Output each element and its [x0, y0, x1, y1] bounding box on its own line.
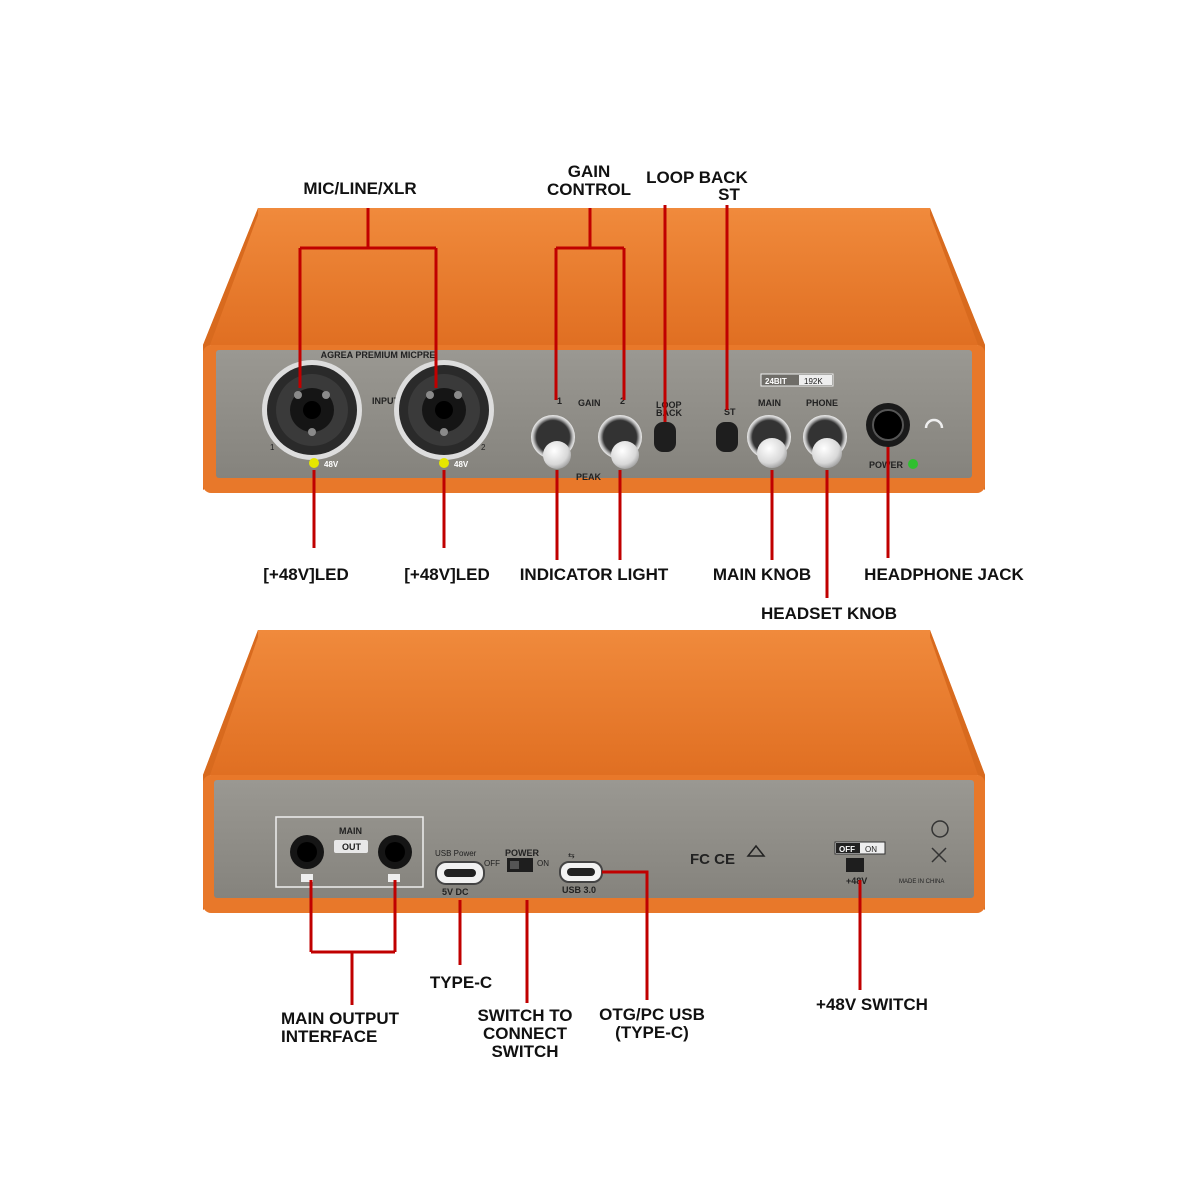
- st-panel-label: ST: [724, 407, 736, 417]
- gain-knob-2[interactable]: [611, 441, 639, 469]
- phantom-led-1-label: 48V: [324, 460, 339, 469]
- callout-st: ST: [718, 185, 740, 204]
- leader-gain-control: [554, 208, 626, 400]
- bit-depth-text: 24BIT: [765, 377, 787, 386]
- rear-unit: MAIN OUT USB Power 5V DC POWER OFF ON ⇆ …: [203, 630, 985, 913]
- callout-headphone-jack: HEADPHONE JACK: [864, 565, 1024, 584]
- phantom-off-label: OFF: [839, 845, 855, 854]
- phantom-power-switch[interactable]: [846, 858, 864, 872]
- callout-led-left: [+48V]LED: [263, 565, 349, 584]
- callout-main-output-2: INTERFACE: [281, 1027, 377, 1046]
- callout-switch-3: SWITCH: [491, 1042, 558, 1061]
- power-on-label: ON: [537, 859, 549, 868]
- front-callouts: MIC/LINE/XLR GAIN CONTROL LOOP BACK ST […: [263, 162, 1024, 623]
- callout-main-knob: MAIN KNOB: [713, 565, 811, 584]
- callout-loop-back: LOOP BACK: [646, 168, 748, 187]
- leader-otg-usb: [602, 870, 649, 1000]
- callout-otg-2: (TYPE-C): [615, 1023, 689, 1042]
- callout-gain-1: GAIN: [568, 162, 611, 181]
- channel-2-label: 2: [481, 443, 486, 452]
- right-channel-marker: [388, 874, 400, 882]
- phone-panel-label: PHONE: [806, 398, 838, 408]
- out-badge: [334, 840, 368, 853]
- callout-led-right: [+48V]LED: [404, 565, 490, 584]
- input-label: INPUT: [372, 396, 400, 406]
- gain-1-label: 1: [557, 396, 562, 406]
- phantom-led-2-label: 48V: [454, 460, 469, 469]
- xlr-combo-jack-2: [394, 360, 494, 460]
- callout-otg-1: OTG/PC USB: [599, 1005, 705, 1024]
- leader-main-output: [309, 880, 397, 1005]
- phantom-48v-label: +48V: [846, 876, 867, 886]
- power-switch-toggle: [510, 861, 519, 869]
- callout-gain-2: CONTROL: [547, 180, 631, 199]
- gain-knob-1[interactable]: [543, 441, 571, 469]
- phantom-led-2: [439, 458, 449, 468]
- usb-power-port-inner: [444, 869, 476, 877]
- peak-label: PEAK: [576, 472, 602, 482]
- rcm-mark-icon: [746, 844, 766, 857]
- loop-label: LOOP: [656, 400, 682, 410]
- back-label: BACK: [656, 408, 682, 418]
- xlr-combo-jack-1: [262, 360, 362, 460]
- weee-bin-icon: [931, 847, 947, 863]
- dc-label: 5V DC: [442, 887, 469, 897]
- front-unit-top-face: [203, 208, 985, 345]
- spec-badge-highlight: [799, 375, 832, 385]
- usb-symbol-icon: ⇆: [568, 851, 575, 860]
- callout-headset-knob: HEADSET KNOB: [761, 604, 897, 623]
- channel-1-label: 1: [270, 443, 275, 452]
- usb-data-port-inner: [567, 868, 595, 876]
- gain-label: GAIN: [578, 398, 601, 408]
- made-in-china-label: MADE IN CHINA: [899, 879, 944, 885]
- rear-out-label: OUT: [342, 842, 362, 852]
- usb30-label: USB 3.0: [562, 885, 596, 895]
- gain-2-label: 2: [620, 396, 625, 406]
- leader-indicator-light: [555, 470, 622, 560]
- leader-mic-line-xlr: [298, 208, 438, 388]
- main-panel-label: MAIN: [758, 398, 781, 408]
- main-out-jack-right-inner: [385, 842, 405, 862]
- callout-type-c: TYPE-C: [430, 973, 492, 992]
- phantom-switch-badge-off: [836, 843, 860, 853]
- rear-panel: [214, 780, 974, 898]
- rear-power-label: POWER: [505, 848, 540, 858]
- front-unit: AGREA PREMIUM MICPRE INPUT 1 48V 2: [203, 208, 985, 493]
- power-panel-label: POWER: [869, 460, 904, 470]
- power-off-label: OFF: [484, 859, 500, 868]
- callout-indicator-light: INDICATOR LIGHT: [520, 565, 669, 584]
- left-channel-marker: [301, 874, 313, 882]
- callout-48v-switch: +48V SWITCH: [816, 995, 928, 1014]
- phantom-on-label: ON: [865, 845, 877, 854]
- callout-mic-line-xlr: MIC/LINE/XLR: [303, 179, 416, 198]
- recycle-icon: [931, 820, 949, 838]
- callout-main-output-1: MAIN OUTPUT: [281, 1009, 400, 1028]
- phone-knob[interactable]: [812, 438, 842, 468]
- sample-rate-text: 192K: [804, 377, 823, 386]
- rear-unit-top-face: [203, 630, 985, 775]
- rear-leader-lines: [309, 870, 862, 1005]
- headphone-jack-inner: [872, 409, 904, 441]
- loop-back-switch[interactable]: [654, 422, 676, 452]
- main-out-jack-left-inner: [297, 842, 317, 862]
- brand-strip-text: AGREA PREMIUM MICPRE: [321, 350, 436, 360]
- rear-main-label: MAIN: [339, 826, 362, 836]
- callout-switch-2: CONNECT: [483, 1024, 568, 1043]
- main-out-frame: [275, 816, 424, 888]
- power-led: [908, 459, 918, 469]
- phantom-led-1: [309, 458, 319, 468]
- headphone-icon: [924, 418, 944, 429]
- usb-power-label: USB Power: [435, 849, 477, 858]
- certification-marks: FC CE: [690, 851, 735, 868]
- callout-switch-1: SWITCH TO: [477, 1006, 572, 1025]
- front-leader-lines: [298, 205, 890, 598]
- main-knob[interactable]: [757, 438, 787, 468]
- rear-callouts: MAIN OUTPUT INTERFACE TYPE-C SWITCH TO C…: [281, 973, 928, 1061]
- st-switch[interactable]: [716, 422, 738, 452]
